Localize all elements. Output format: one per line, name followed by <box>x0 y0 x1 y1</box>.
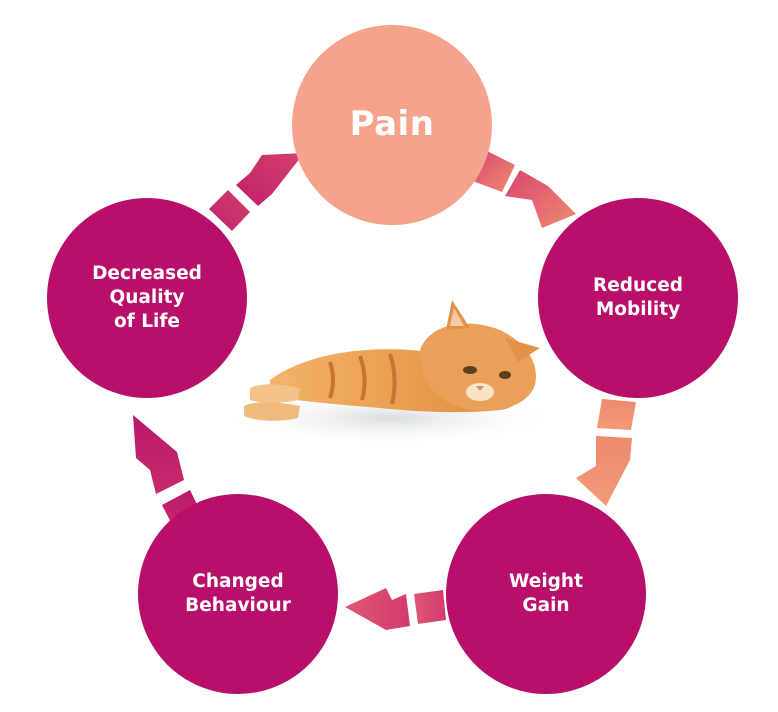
arrow-mobility-to-weight <box>576 399 636 506</box>
node-pain-label: Pain <box>349 104 435 145</box>
node-reduced-mobility: Reduced Mobility <box>538 198 738 398</box>
node-weight-gain: Weight Gain <box>446 494 646 694</box>
node-changed-behaviour-label: Changed Behaviour <box>185 571 291 616</box>
cat-icon <box>215 300 565 448</box>
node-decreased-quality-of-life: Decreased Quality of Life <box>47 198 247 398</box>
arrow-pain-to-mobility <box>470 150 576 228</box>
node-reduced-mobility-label: Reduced Mobility <box>593 275 683 320</box>
node-pain: Pain <box>292 25 492 225</box>
node-weight-gain-label: Weight Gain <box>509 571 583 616</box>
node-decreased-quality-label: Decreased Quality of Life <box>92 263 202 332</box>
node-changed-behaviour: Changed Behaviour <box>138 494 338 694</box>
arrow-quality-to-pain <box>209 153 304 231</box>
arrow-weight-to-behaviour <box>345 588 446 630</box>
